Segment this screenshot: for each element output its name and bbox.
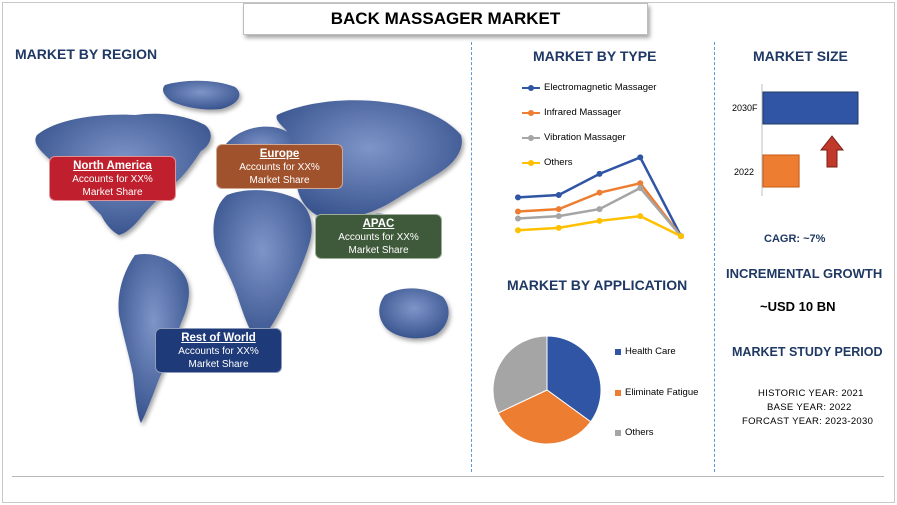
application-legend-health-care: Health Care — [615, 346, 676, 357]
divider-right — [714, 42, 715, 472]
region-share-label-europe: Market Share — [249, 175, 310, 186]
series-point-0-1 — [555, 192, 562, 198]
region-share-label-north-america: Market Share — [82, 187, 143, 198]
series-point-0-2 — [596, 170, 603, 177]
continent-africa — [213, 190, 312, 341]
region-name-europe: Europe — [259, 148, 300, 160]
region-box-europe: Europe Accounts for XX% Market Share — [216, 144, 343, 189]
region-share-apac: Accounts for XX% — [338, 232, 419, 243]
region-box-apac: APAC Accounts for XX% Market Share — [315, 214, 442, 259]
page-title: BACK MASSAGER MARKET — [243, 3, 648, 35]
series-point-1-1 — [555, 206, 562, 213]
legend-marker-icon — [522, 84, 540, 91]
legend-swatch-icon — [615, 389, 621, 396]
series-point-2-3 — [637, 184, 644, 191]
series-point-1-2 — [596, 189, 603, 196]
study-heading: MARKET STUDY PERIOD — [732, 345, 883, 359]
series-point-2-2 — [596, 206, 603, 213]
size-label-2030f: 2030F — [732, 103, 758, 113]
continent-asia — [276, 100, 462, 220]
type-legend-electromagnetic: Electromagnetic Massager — [522, 82, 656, 93]
region-share-label-rest-of-world: Market Share — [188, 359, 249, 370]
divider-bottom — [12, 476, 884, 477]
region-name-apac: APAC — [362, 218, 395, 230]
legend-marker-icon — [522, 134, 540, 141]
divider-left — [471, 42, 472, 472]
legend-label: Eliminate Fatigue — [625, 387, 699, 398]
application-pie-chart — [492, 335, 602, 445]
size-bar-0 — [762, 91, 859, 125]
legend-label: Others — [625, 427, 654, 438]
type-legend-infrared: Infrared Massager — [522, 107, 621, 118]
series-point-1-3 — [637, 180, 644, 187]
type-heading: MARKET BY TYPE — [533, 48, 657, 64]
study-historic-year: HISTORIC YEAR: 2021 — [758, 388, 864, 399]
legend-label: Vibration Massager — [544, 132, 626, 143]
size-bar-1 — [762, 154, 800, 188]
legend-marker-icon — [522, 159, 540, 166]
size-label-2022: 2022 — [734, 167, 755, 177]
size-heading: MARKET SIZE — [753, 48, 848, 64]
cagr-value: CAGR: ~7% — [764, 233, 826, 245]
legend-marker-icon — [522, 109, 540, 116]
region-heading: MARKET BY REGION — [15, 46, 158, 62]
world-map — [35, 80, 462, 423]
type-legend-vibration: Vibration Massager — [522, 132, 626, 143]
region-box-north-america: North America Accounts for XX% Market Sh… — [49, 156, 176, 201]
legend-swatch-icon — [615, 429, 621, 436]
series-point-0-3 — [637, 154, 644, 161]
type-line-chart — [515, 154, 684, 240]
legend-label: Others — [544, 157, 573, 168]
series-point-3-4 — [678, 233, 684, 240]
growth-value: ~USD 10 BN — [760, 299, 836, 314]
application-legend-others: Others — [615, 427, 654, 438]
legend-swatch-icon — [615, 348, 621, 355]
series-point-1-0 — [515, 208, 521, 215]
market-size-bar-chart — [761, 84, 859, 196]
legend-label: Infrared Massager — [544, 107, 622, 118]
region-share-rest-of-world: Accounts for XX% — [178, 346, 259, 357]
series-point-3-1 — [555, 224, 562, 231]
series-point-3-0 — [515, 227, 521, 234]
continent-south-america — [118, 253, 189, 423]
series-point-0-0 — [515, 194, 521, 201]
study-base-year: BASE YEAR: 2022 — [767, 402, 852, 413]
pie-slice-1 — [497, 389, 592, 445]
continent-australia — [379, 288, 449, 339]
region-share-north-america: Accounts for XX% — [72, 174, 153, 185]
region-share-label-apac: Market Share — [348, 245, 409, 256]
series-point-3-3 — [637, 213, 644, 220]
pie-slice-2 — [492, 335, 548, 414]
region-name-north-america: North America — [73, 160, 152, 172]
legend-label: Electromagnetic Massager — [544, 82, 657, 93]
application-legend-eliminate-fatigue: Eliminate Fatigue — [615, 387, 698, 398]
series-point-3-2 — [596, 217, 603, 224]
type-legend-others: Others — [522, 157, 573, 168]
region-name-rest-of-world: Rest of World — [181, 332, 256, 344]
series-point-2-1 — [555, 213, 562, 220]
growth-arrow-icon — [819, 135, 845, 168]
application-heading: MARKET BY APPLICATION — [507, 277, 688, 293]
pie-slice-0 — [546, 335, 602, 423]
region-share-europe: Accounts for XX% — [239, 162, 320, 173]
series-point-2-0 — [515, 215, 521, 222]
legend-label: Health Care — [625, 346, 676, 357]
region-box-rest-of-world: Rest of World Accounts for XX% Market Sh… — [155, 328, 282, 373]
growth-heading: INCREMENTAL GROWTH — [726, 266, 883, 281]
study-forecast-year: FORCAST YEAR: 2023-2030 — [742, 416, 874, 427]
